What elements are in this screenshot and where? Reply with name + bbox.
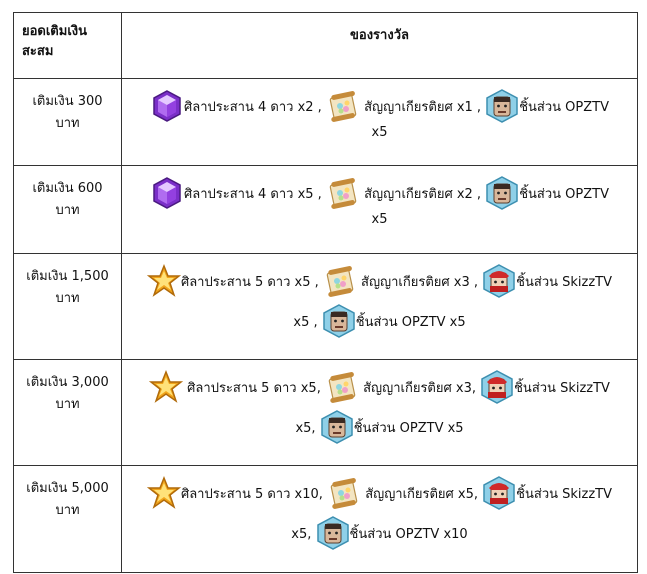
amount-header: ยอดเติมเงิน สะสม bbox=[13, 12, 122, 79]
reward-tail: x5 bbox=[371, 212, 388, 227]
gem-reward: ศิลาประสาน 5 ดาว x5, bbox=[187, 381, 321, 396]
table-row: เติมเงิน 1,500 บาท ศิลาประสาน 5 ดาว x5 ,… bbox=[13, 253, 638, 360]
gold-star-icon bbox=[147, 476, 181, 510]
gem-reward: ศิลาประสาน 5 ดาว x5 , bbox=[180, 275, 319, 290]
scroll-reward: สัญญาเกียรติยศ x3 , bbox=[361, 275, 479, 290]
gem-reward: ศิลาประสาน 4 ดาว x5 , bbox=[184, 187, 322, 202]
purple-gem-icon bbox=[150, 176, 184, 210]
topup-amount: เติมเงิน 5,000 bbox=[26, 481, 109, 496]
table-row: เติมเงิน 600 บาท ศิลาประสาน 4 ดาว x5 , ส… bbox=[13, 165, 638, 254]
gold-star-icon bbox=[147, 264, 181, 298]
topup-unit: บาท bbox=[55, 397, 80, 412]
table-row: เติมเงิน 3,000 บาท ศิลาประสาน 5 ดาว x5, … bbox=[13, 359, 638, 466]
piece-reward-2: ชิ้นส่วน OPZTV x5 bbox=[353, 421, 464, 436]
rewards-cell: ศิลาประสาน 4 ดาว x2 , สัญญาเกียรติยศ x1 … bbox=[121, 78, 638, 166]
topup-amount: เติมเงิน 600 bbox=[32, 181, 103, 196]
scroll-icon bbox=[325, 370, 359, 404]
topup-amount-cell: เติมเงิน 300 บาท bbox=[13, 78, 122, 166]
piece-reward: ชิ้นส่วน OPZTV bbox=[519, 100, 609, 115]
reward-tail: x5, bbox=[291, 527, 312, 542]
rewards-header: ของรางวัล bbox=[121, 12, 638, 79]
piece-reward: ชิ้นส่วน SkizzTV bbox=[516, 487, 613, 502]
rewards-cell: ศิลาประสาน 4 ดาว x5 , สัญญาเกียรติยศ x2 … bbox=[121, 165, 638, 254]
topup-amount-cell: เติมเงิน 600 บาท bbox=[13, 165, 122, 254]
scroll-reward: สัญญาเกียรติยศ x5, bbox=[365, 487, 479, 502]
table-row: เติมเงิน 5,000 บาท ศิลาประสาน 5 ดาว x10,… bbox=[13, 465, 638, 573]
topup-unit: บาท bbox=[55, 116, 80, 131]
scroll-icon bbox=[327, 476, 361, 510]
piece-reward: ชิ้นส่วน SkizzTV bbox=[516, 275, 613, 290]
table-row: เติมเงิน 300 บาท ศิลาประสาน 4 ดาว x2 , ส… bbox=[13, 78, 638, 166]
piece-reward: ชิ้นส่วน SkizzTV bbox=[514, 381, 610, 396]
scroll-icon bbox=[326, 176, 360, 210]
topup-amount-cell: เติมเงิน 5,000 บาท bbox=[13, 465, 122, 573]
piece-reward-2: ชิ้นส่วน OPZTV x10 bbox=[349, 527, 468, 542]
skizztv-portrait-icon bbox=[482, 476, 516, 510]
topup-amount: เติมเงิน 3,000 bbox=[26, 375, 109, 390]
reward-tail: x5, bbox=[295, 421, 316, 436]
rewards-table: ยอดเติมเงิน สะสม ของรางวัล เติมเงิน 300 … bbox=[13, 12, 638, 573]
scroll-icon bbox=[326, 89, 360, 123]
piece-reward: ชิ้นส่วน OPZTV bbox=[519, 187, 609, 202]
rewards-cell: ศิลาประสาน 5 ดาว x5, สัญญาเกียรติยศ x3, … bbox=[121, 359, 638, 466]
gold-star-icon bbox=[149, 370, 183, 404]
reward-tail: x5 bbox=[371, 125, 388, 140]
skizztv-portrait-icon bbox=[482, 264, 516, 298]
topup-unit: บาท bbox=[55, 503, 80, 518]
topup-amount: เติมเงิน 300 bbox=[32, 94, 103, 109]
gem-reward: ศิลาประสาน 5 ดาว x10, bbox=[180, 487, 323, 502]
purple-gem-icon bbox=[150, 89, 184, 123]
rewards-cell: ศิลาประสาน 5 ดาว x5 , สัญญาเกียรติยศ x3 … bbox=[121, 253, 638, 360]
topup-amount-cell: เติมเงิน 1,500 บาท bbox=[13, 253, 122, 360]
scroll-icon bbox=[323, 264, 357, 298]
scroll-reward: สัญญาเกียรติยศ x3, bbox=[363, 381, 476, 396]
opztv-portrait-icon bbox=[485, 176, 519, 210]
skizztv-portrait-icon bbox=[480, 370, 514, 404]
scroll-reward: สัญญาเกียรติยศ x1 , bbox=[364, 100, 482, 115]
scroll-reward: สัญญาเกียรติยศ x2 , bbox=[364, 187, 482, 202]
opztv-portrait-icon bbox=[316, 516, 350, 550]
topup-amount: เติมเงิน 1,500 bbox=[26, 269, 109, 284]
gem-reward: ศิลาประสาน 4 ดาว x2 , bbox=[184, 100, 322, 115]
topup-amount-cell: เติมเงิน 3,000 บาท bbox=[13, 359, 122, 466]
topup-unit: บาท bbox=[55, 203, 80, 218]
topup-unit: บาท bbox=[55, 291, 80, 306]
opztv-portrait-icon bbox=[320, 410, 354, 444]
opztv-portrait-icon bbox=[485, 89, 519, 123]
rewards-cell: ศิลาประสาน 5 ดาว x10, สัญญาเกียรติยศ x5,… bbox=[121, 465, 638, 573]
reward-tail: x5 , bbox=[293, 315, 318, 330]
header-row: ยอดเติมเงิน สะสม ของรางวัล bbox=[13, 12, 638, 79]
opztv-portrait-icon bbox=[322, 304, 356, 338]
piece-reward-2: ชิ้นส่วน OPZTV x5 bbox=[355, 315, 466, 330]
